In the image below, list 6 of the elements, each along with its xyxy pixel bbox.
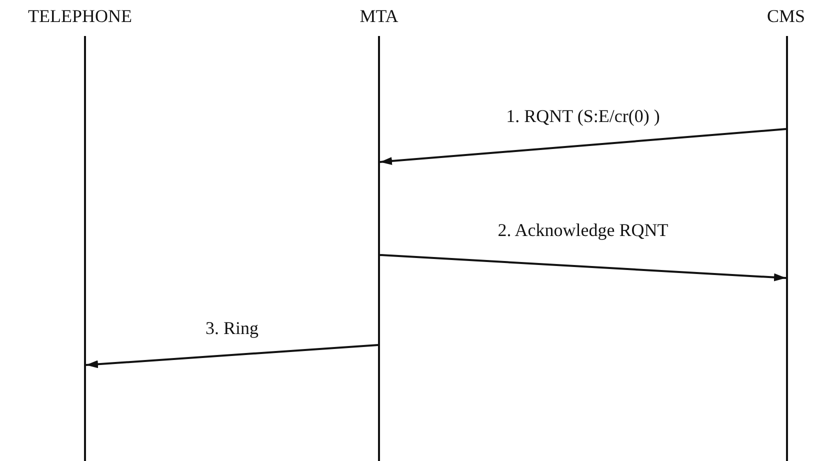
message-arrow <box>86 344 378 368</box>
message-arrow <box>380 128 786 166</box>
participant-label: TELEPHONE <box>27 6 133 27</box>
participant-label: CMS <box>766 6 806 27</box>
message-arrow <box>380 254 786 282</box>
participant-label: MTA <box>358 6 400 27</box>
